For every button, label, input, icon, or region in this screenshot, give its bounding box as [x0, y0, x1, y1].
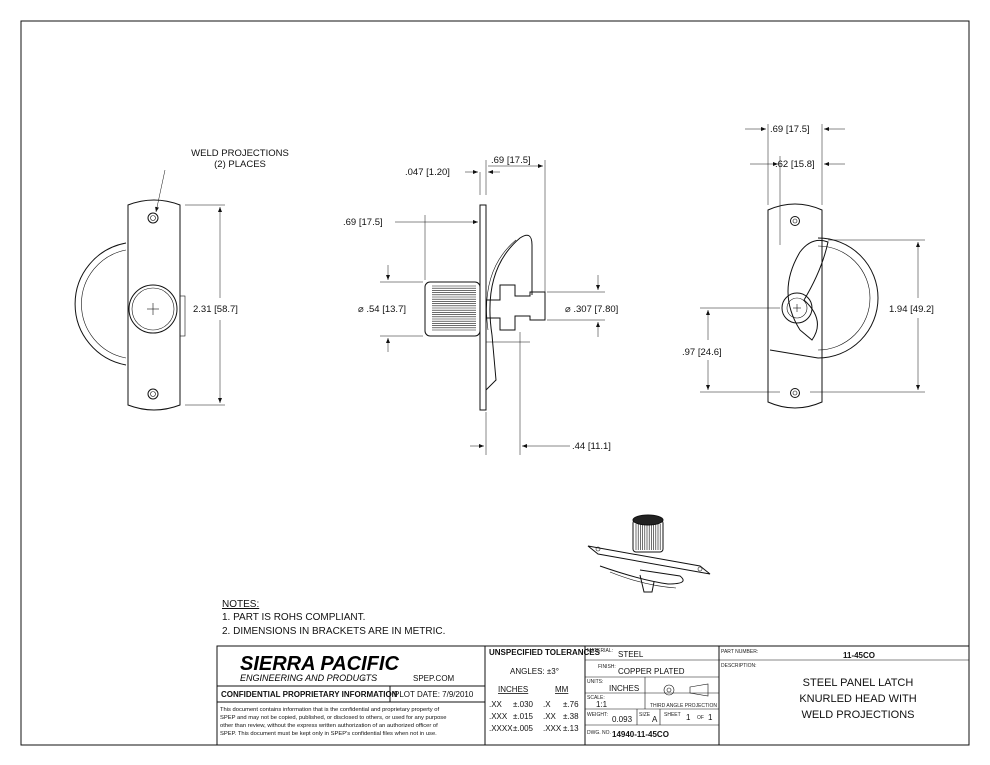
tolerance-row: .XXX ±.015 .XX ±.38: [489, 712, 579, 721]
svg-text:OF: OF: [697, 715, 704, 721]
svg-text:®: ®: [362, 676, 366, 683]
svg-text:.XX: .XX: [543, 712, 557, 721]
weld-label-line1: WELD PROJECTIONS: [191, 148, 289, 159]
side-flange-thk: .047 [1.20]: [405, 167, 450, 178]
front-view: WELD PROJECTIONS (2) PLACES 2.31 [58.7]: [74, 148, 289, 411]
sheet-value: 1: [686, 713, 691, 722]
inches-header: INCHES: [498, 685, 528, 694]
description-line-3: WELD PROJECTIONS: [801, 709, 914, 721]
scale-value: 1:1: [596, 700, 608, 709]
svg-text:SHEET: SHEET: [664, 712, 681, 718]
tolerance-angles: ANGLES: ±3°: [510, 667, 559, 676]
units-value: INCHES: [609, 684, 639, 693]
notes: NOTES: 1. PART IS ROHS COMPLIANT. 2. DIM…: [222, 599, 445, 637]
svg-text:FINISH:: FINISH:: [598, 664, 616, 670]
svg-text:±.005: ±.005: [513, 724, 534, 733]
title-block: SIERRA PACIFIC ENGINEERING AND PRODUCTS …: [216, 645, 970, 746]
svg-text:±.13: ±.13: [563, 724, 579, 733]
side-head-dia: ⌀ .54 [13.7]: [358, 304, 406, 315]
svg-text:DWG. NO.: DWG. NO.: [587, 730, 611, 736]
svg-text:.XX: .XX: [489, 700, 503, 709]
plot-date: PLOT DATE: 7/9/2010: [394, 690, 474, 699]
side-shaft-len: .44 [11.1]: [572, 441, 611, 452]
svg-text:±.030: ±.030: [513, 700, 534, 709]
front-height-dim: 2.31 [58.7]: [193, 304, 238, 315]
tolerance-row: .XX ±.030 .X ±.76: [489, 700, 579, 709]
svg-text:MATERIAL:: MATERIAL:: [587, 648, 613, 654]
company-sub: ENGINEERING AND PRODUCTS: [240, 673, 377, 683]
confidential-title: CONFIDENTIAL PROPRIETARY INFORMATION: [221, 690, 398, 699]
rear-width-inner: .62 [15.8]: [775, 159, 815, 170]
svg-text:WEIGHT:: WEIGHT:: [587, 712, 608, 718]
svg-text:.XXX: .XXX: [489, 712, 508, 721]
mm-header: MM: [555, 685, 569, 694]
tolerances-title: UNSPECIFIED TOLERANCES: [489, 648, 601, 657]
side-view: .047 [1.20] .69 [17.5] .69 [17.5] ⌀ .54 …: [343, 155, 618, 455]
svg-text:PART NUMBER:: PART NUMBER:: [721, 649, 758, 655]
svg-text:DESCRIPTION:: DESCRIPTION:: [721, 663, 757, 669]
svg-text:UNITS:: UNITS:: [587, 679, 603, 685]
svg-text:±.015: ±.015: [513, 712, 534, 721]
dwg-number: 14940-11-45CO: [612, 730, 669, 739]
note-1: 1. PART IS ROHS COMPLIANT.: [222, 612, 365, 623]
svg-text:SCALE:: SCALE:: [587, 695, 605, 701]
company-website: SPEP.COM: [413, 674, 455, 683]
size-value: A: [652, 715, 658, 724]
confidential-text-4: SPEP. This document must be kept only in…: [220, 731, 437, 737]
confidential-text-3: other than review, without the express w…: [220, 723, 438, 729]
description-line-1: STEEL PANEL LATCH: [803, 677, 914, 689]
side-shaft-dia: ⌀ .307 [7.80]: [565, 304, 618, 315]
notes-title: NOTES:: [222, 599, 259, 610]
finish-value: COPPER PLATED: [618, 667, 685, 676]
svg-text:±.76: ±.76: [563, 700, 579, 709]
rear-view: .69 [17.5] .62 [15.8] 1.94 [49.2] .97 [2…: [682, 124, 934, 409]
rear-center-height: .97 [24.6]: [682, 347, 722, 358]
tolerance-row: .XXXX ±.005 .XXX ±.13: [489, 724, 579, 733]
weight-value: 0.093: [612, 715, 633, 724]
svg-text:THIRD ANGLE PROJECTION: THIRD ANGLE PROJECTION: [650, 703, 717, 709]
svg-text:SIZE: SIZE: [639, 712, 651, 718]
knurled-head: [424, 281, 481, 337]
rear-height: 1.94 [49.2]: [889, 304, 934, 315]
note-2: 2. DIMENSIONS IN BRACKETS ARE IN METRIC.: [222, 626, 445, 637]
confidential-text-1: This document contains information that …: [220, 707, 440, 713]
sheet-total: 1: [708, 713, 713, 722]
side-head-len: .69 [17.5]: [343, 217, 383, 228]
rear-width-outer: .69 [17.5]: [770, 124, 810, 135]
weld-label-line2: (2) PLACES: [214, 159, 266, 170]
description-line-2: KNURLED HEAD WITH: [799, 693, 916, 705]
svg-text:±.38: ±.38: [563, 712, 579, 721]
svg-text:.X: .X: [543, 700, 551, 709]
company-name: SIERRA PACIFIC: [240, 653, 399, 675]
material-value: STEEL: [618, 650, 644, 659]
confidential-text-2: SPEP and may not be copied, published, o…: [220, 715, 446, 721]
isometric-view: [587, 514, 711, 593]
svg-text:.XXXX: .XXXX: [489, 724, 513, 733]
svg-text:.XXX: .XXX: [543, 724, 562, 733]
part-number: 11-45CO: [843, 651, 875, 660]
side-top-offset: .69 [17.5]: [491, 155, 531, 166]
projection-symbol-icon: [663, 683, 709, 697]
